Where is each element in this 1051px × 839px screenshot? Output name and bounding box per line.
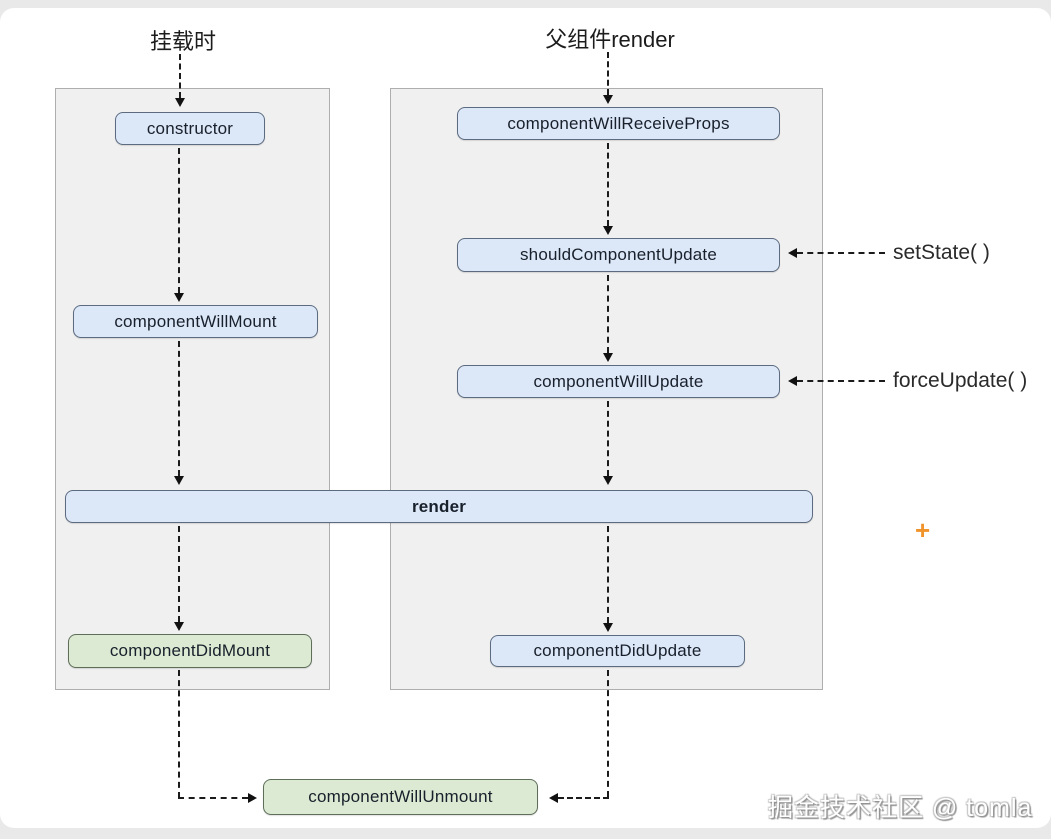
parent-render-label: 父组件render	[545, 27, 675, 52]
flow-arrow-line	[558, 797, 609, 799]
arrowhead-left-icon	[788, 376, 797, 386]
flow-arrow-line	[179, 54, 181, 98]
plus-mark: +	[915, 515, 931, 545]
arrowhead-down-icon	[603, 623, 613, 632]
node-component-will-update: componentWillUpdate	[457, 365, 780, 398]
flow-arrow-line	[797, 380, 885, 382]
flow-arrow-line	[797, 252, 885, 254]
arrowhead-down-icon	[174, 476, 184, 485]
mount-phase-label: 挂载时	[149, 29, 216, 54]
flow-arrow-line	[607, 526, 609, 623]
flow-arrow-line	[607, 670, 609, 797]
node-component-did-mount: componentDidMount	[68, 634, 312, 668]
arrowhead-right-icon	[248, 793, 257, 803]
flow-arrow-line	[178, 670, 180, 798]
node-component-will-unmount: componentWillUnmount	[263, 779, 538, 815]
flow-arrow-line	[178, 526, 180, 622]
flow-arrow-line	[178, 341, 180, 476]
node-constructor: constructor	[115, 112, 265, 145]
flow-arrow-line	[607, 275, 609, 353]
node-should-component-update: shouldComponentUpdate	[457, 238, 780, 272]
arrowhead-down-icon	[174, 293, 184, 302]
mount-phase-panel	[55, 88, 330, 690]
watermark: 掘金技术社区 @ tomla	[768, 794, 1033, 822]
node-render: render	[65, 490, 813, 523]
flow-arrow-line	[607, 401, 609, 476]
arrowhead-down-icon	[603, 476, 613, 485]
arrowhead-down-icon	[175, 98, 185, 107]
set-state-label: setState( )	[893, 241, 990, 264]
arrowhead-down-icon	[174, 622, 184, 631]
flow-arrow-line	[607, 52, 609, 95]
flow-arrow-line	[178, 148, 180, 293]
flow-arrow-line	[178, 797, 248, 799]
node-component-did-update: componentDidUpdate	[490, 635, 745, 667]
force-update-label: forceUpdate( )	[893, 369, 1028, 392]
flow-arrow-line	[607, 143, 609, 226]
arrowhead-left-icon	[788, 248, 797, 258]
arrowhead-down-icon	[603, 353, 613, 362]
node-component-will-receive-props: componentWillReceiveProps	[457, 107, 780, 140]
arrowhead-left-icon	[549, 793, 558, 803]
node-component-will-mount: componentWillMount	[73, 305, 318, 338]
arrowhead-down-icon	[603, 226, 613, 235]
arrowhead-down-icon	[603, 95, 613, 104]
